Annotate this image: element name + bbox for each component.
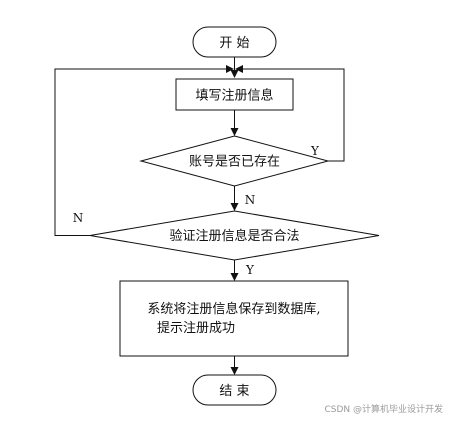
end-label: 结 束: [219, 384, 249, 399]
edge-validate-no-loop: [54, 65, 234, 236]
edge-validate-yes: [230, 260, 239, 281]
edge-account-exists-no: [230, 186, 239, 211]
account-exists-yes-label: Y: [310, 144, 320, 158]
edge-save-to-end: [230, 356, 239, 375]
edge-start-to-fill: [230, 57, 239, 78]
edge-fill-to-account-check: [230, 110, 239, 136]
account-exists-decision: 账号是否已存在: [139, 135, 330, 187]
validate-info-label: 验证注册信息是否合法: [169, 228, 299, 244]
validate-yes-label: Y: [245, 263, 255, 277]
save-info-line2: 提示注册成功: [157, 320, 235, 336]
start-node: 开 始: [192, 26, 277, 58]
validate-no-label: N: [73, 211, 84, 225]
save-info-line1: 系统将注册信息保存到数据库,: [147, 301, 320, 317]
fill-info-node: 填写注册信息: [175, 78, 294, 111]
watermark-text: CSDN @计算机毕业设计开发: [324, 403, 443, 415]
account-exists-no-label: N: [245, 193, 256, 207]
account-exists-label: 账号是否已存在: [189, 155, 280, 170]
start-label: 开 始: [219, 36, 249, 51]
save-info-node: 系统将注册信息保存到数据库, 提示注册成功: [119, 280, 349, 357]
validate-info-decision: 验证注册信息是否合法: [89, 210, 380, 261]
end-node: 结 束: [192, 374, 277, 406]
edge-account-exists-yes-loop: [235, 65, 345, 162]
fill-info-label: 填写注册信息: [195, 88, 273, 104]
